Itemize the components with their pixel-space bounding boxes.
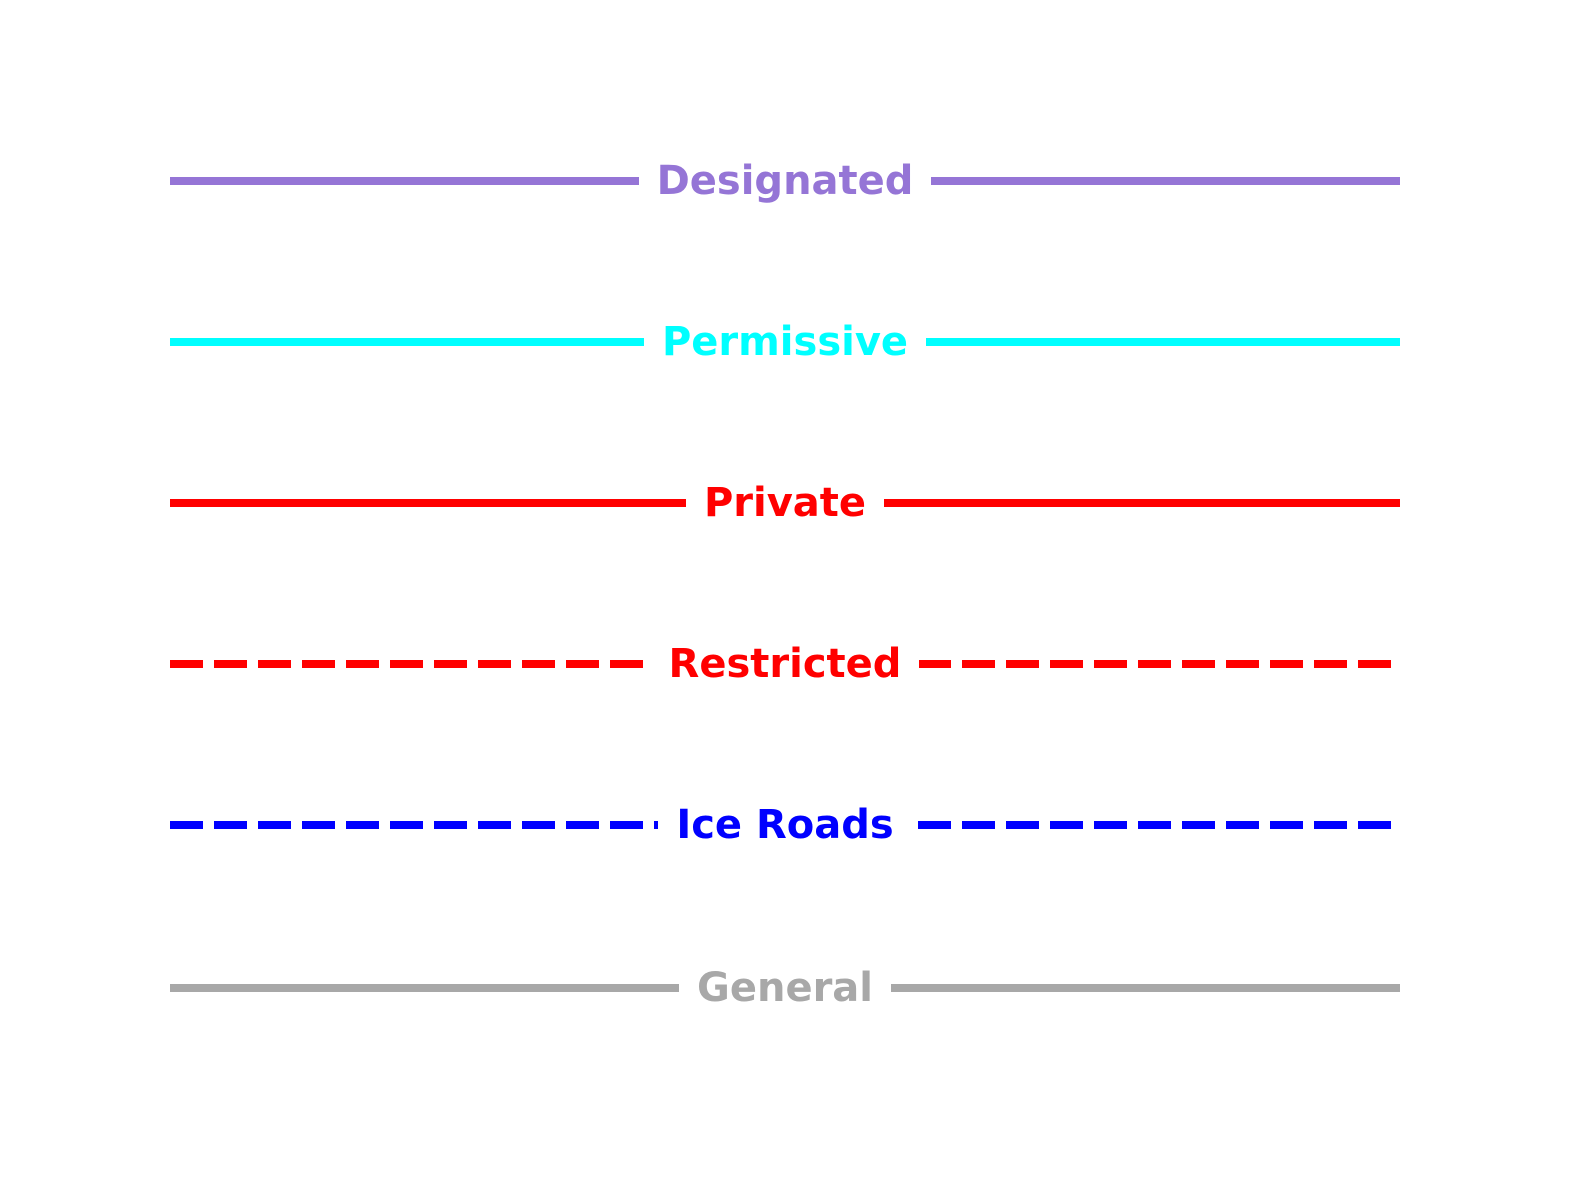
legend-label-ice-roads: Ice Roads [658, 805, 912, 845]
legend-label-permissive: Permissive [643, 322, 927, 362]
legend-label-general: General [679, 968, 891, 1008]
legend-label-private: Private [685, 483, 885, 523]
legend-row-permissive: Permissive [170, 312, 1400, 372]
legend-label-restricted: Restricted [650, 644, 920, 684]
legend-row-general: General [170, 958, 1400, 1018]
legend-row-designated: Designated [170, 151, 1400, 211]
legend-row-private: Private [170, 473, 1400, 533]
legend-row-ice-roads: Ice Roads [170, 795, 1400, 855]
legend-label-designated: Designated [638, 161, 932, 201]
legend-row-restricted: Restricted [170, 634, 1400, 694]
